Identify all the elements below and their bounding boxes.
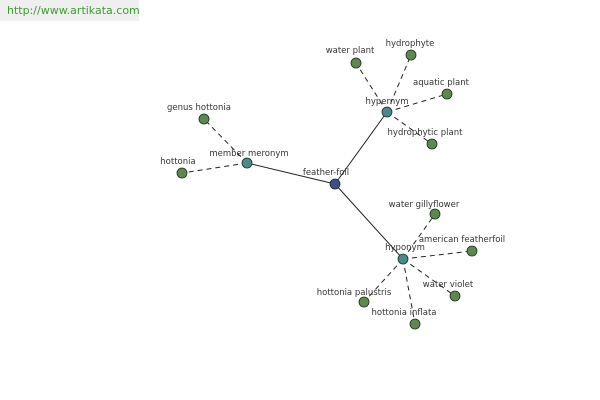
edge-hyponym-water-gillyflower — [402, 213, 436, 260]
node-hypernym[interactable] — [381, 106, 393, 118]
node-center-feather-foil[interactable] — [329, 178, 341, 190]
node-american-featherfoil[interactable] — [466, 245, 478, 257]
label-member-meronym: member meronym — [209, 149, 288, 159]
label-water-gillyflower: water gillyflower — [389, 200, 460, 210]
node-hydrophytic-plant[interactable] — [426, 138, 438, 150]
edge-hyponym-water-violet — [402, 258, 456, 297]
edge-center-hyponym — [334, 183, 404, 260]
graph-edges — [181, 54, 473, 325]
edge-center-member-meronym — [246, 162, 336, 185]
edge-hypernym-hydrophyte — [386, 54, 412, 113]
node-hydrophyte[interactable] — [405, 49, 417, 61]
label-hottonia: hottonia — [160, 157, 195, 167]
node-hottonia-palustris[interactable] — [358, 296, 370, 308]
node-genus-hottonia[interactable] — [198, 113, 210, 125]
label-hypernym: hypernym — [365, 97, 408, 107]
node-water-gillyflower[interactable] — [429, 208, 441, 220]
node-water-violet[interactable] — [449, 290, 461, 302]
label-hottonia-palustris: hottonia palustris — [317, 288, 392, 298]
edge-hypernym-water-plant — [355, 62, 388, 113]
graph-labels: water plant hydrophyte aquatic plant hydrop… — [160, 39, 505, 318]
label-water-plant: water plant — [326, 46, 375, 56]
edge-hyponym-american-featherfoil — [402, 250, 473, 260]
node-hottonia-inflata[interactable] — [409, 318, 421, 330]
graph-nodes — [176, 49, 478, 330]
node-aquatic-plant[interactable] — [441, 88, 453, 100]
edge-member-meronym-genus-hottonia — [203, 118, 248, 164]
node-hyponym[interactable] — [397, 253, 409, 265]
edge-hypernym-hydrophytic-plant — [386, 111, 433, 145]
label-genus-hottonia: genus hottonia — [167, 103, 231, 113]
edge-center-hypernym — [334, 111, 388, 185]
label-hyponym: hyponym — [385, 243, 425, 253]
site-url-watermark[interactable]: http://www.artikata.com — [0, 0, 140, 21]
label-hydrophyte: hydrophyte — [386, 39, 435, 49]
edge-hyponym-hottonia-inflata — [402, 258, 416, 325]
edge-member-meronym-hottonia — [181, 162, 248, 174]
label-american-featherfoil: american featherfoil — [419, 235, 505, 245]
node-hottonia[interactable] — [176, 167, 188, 179]
node-water-plant[interactable] — [350, 57, 362, 69]
label-hydrophytic-plant: hydrophytic plant — [388, 128, 464, 138]
label-hottonia-inflata: hottonia inflata — [372, 308, 437, 318]
edge-hypernym-aquatic-plant — [386, 93, 448, 113]
label-center-feather-foil: feather-foil — [303, 168, 349, 178]
edge-hyponym-hottonia-palustris — [363, 258, 404, 303]
label-water-violet: water violet — [423, 280, 474, 290]
label-aquatic-plant: aquatic plant — [413, 78, 470, 88]
node-member-meronym[interactable] — [241, 157, 253, 169]
